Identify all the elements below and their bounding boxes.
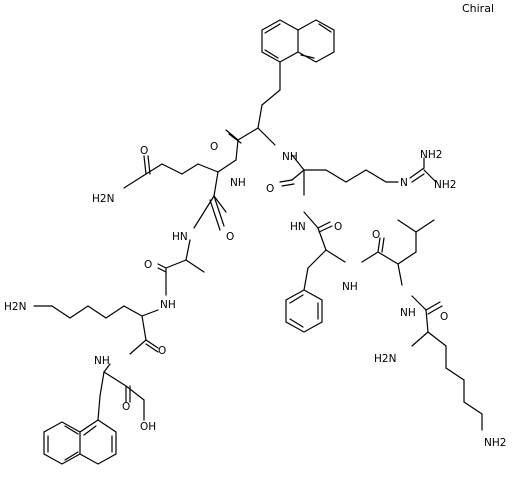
atom-h2n-gln: H2N: [92, 193, 114, 205]
atom-h2n-lys-alpha: H2N: [374, 353, 396, 365]
atom-o-phe: O: [334, 221, 342, 233]
atom-nh-lys1: NH: [160, 299, 176, 311]
atom-oh-acid: OH: [140, 421, 156, 433]
atom-hn-ala: HN: [172, 231, 188, 243]
atom-o-acid: O: [122, 401, 130, 413]
atom-n-imine: N: [400, 177, 408, 189]
atom-labels: NH2 NH2 N NH O H2N O NH O HN O O HN O O …: [4, 141, 506, 449]
atom-o-lys2: O: [158, 345, 166, 357]
atom-nh2-bottom: NH2: [484, 437, 506, 449]
atom-o-leu: O: [372, 229, 380, 241]
chiral-annotation: Chiral: [461, 2, 494, 15]
bond-lines: [33, 19, 483, 465]
atom-o-lys1: O: [440, 311, 448, 323]
atom-nh2-top: NH2: [420, 149, 442, 161]
atom-o-ala: O: [144, 259, 152, 271]
atom-nh-ala2: NH: [342, 281, 358, 293]
atom-nh-arg: NH: [282, 151, 298, 163]
atom-o-arg: O: [266, 183, 274, 195]
atom-nh-nal2: NH: [94, 355, 110, 367]
atom-o-gln: O: [226, 231, 234, 243]
atom-nh-gln: NH: [230, 177, 246, 189]
atom-o-gln-amide: O: [140, 145, 148, 157]
atom-h2n-lys: H2N: [4, 301, 26, 313]
atom-nh2-mid: NH2: [434, 179, 456, 191]
atom-nh-leu: NH: [400, 307, 416, 319]
atom-hn-phe: HN: [290, 221, 306, 233]
atom-o-nal1: O: [210, 141, 218, 153]
